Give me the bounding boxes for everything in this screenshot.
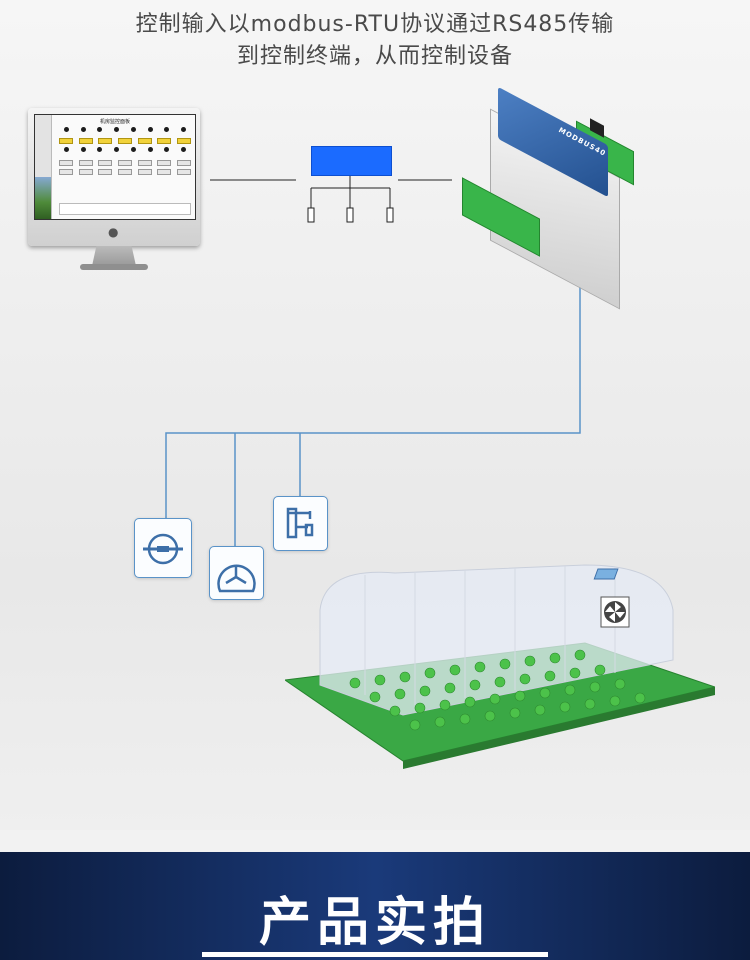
section-gap [0,830,750,852]
screen-text-area [59,203,191,215]
banner-underline [202,952,548,957]
module-to-sensors-wire [166,285,580,518]
banner-title: 产品实拍 [0,880,750,955]
modbus-io-module: MODBUS40 [460,108,650,298]
bus-terminal-3 [387,208,393,222]
roof-sensor [594,569,618,579]
rs485-bus-converter [311,146,392,176]
bus-terminal-1 [308,208,314,222]
bus-terminal-2 [347,208,353,222]
greenhouse-illustration [285,555,715,770]
screen-controls [59,127,191,178]
monitor-stand [92,246,136,266]
computer-monitor: 机房监控面板 ● [28,108,200,272]
valve-icon [273,496,328,551]
flow-meter-icon [134,518,192,578]
monitor-screen: 机房监控面板 [34,114,196,220]
section-banner: 产品实拍 [0,852,750,960]
apple-logo-icon: ● [108,225,118,239]
pressure-gauge-icon [209,546,264,600]
monitor-base [80,264,148,270]
screen-photo [35,177,51,219]
screen-title: 机房监控面板 [35,118,195,125]
